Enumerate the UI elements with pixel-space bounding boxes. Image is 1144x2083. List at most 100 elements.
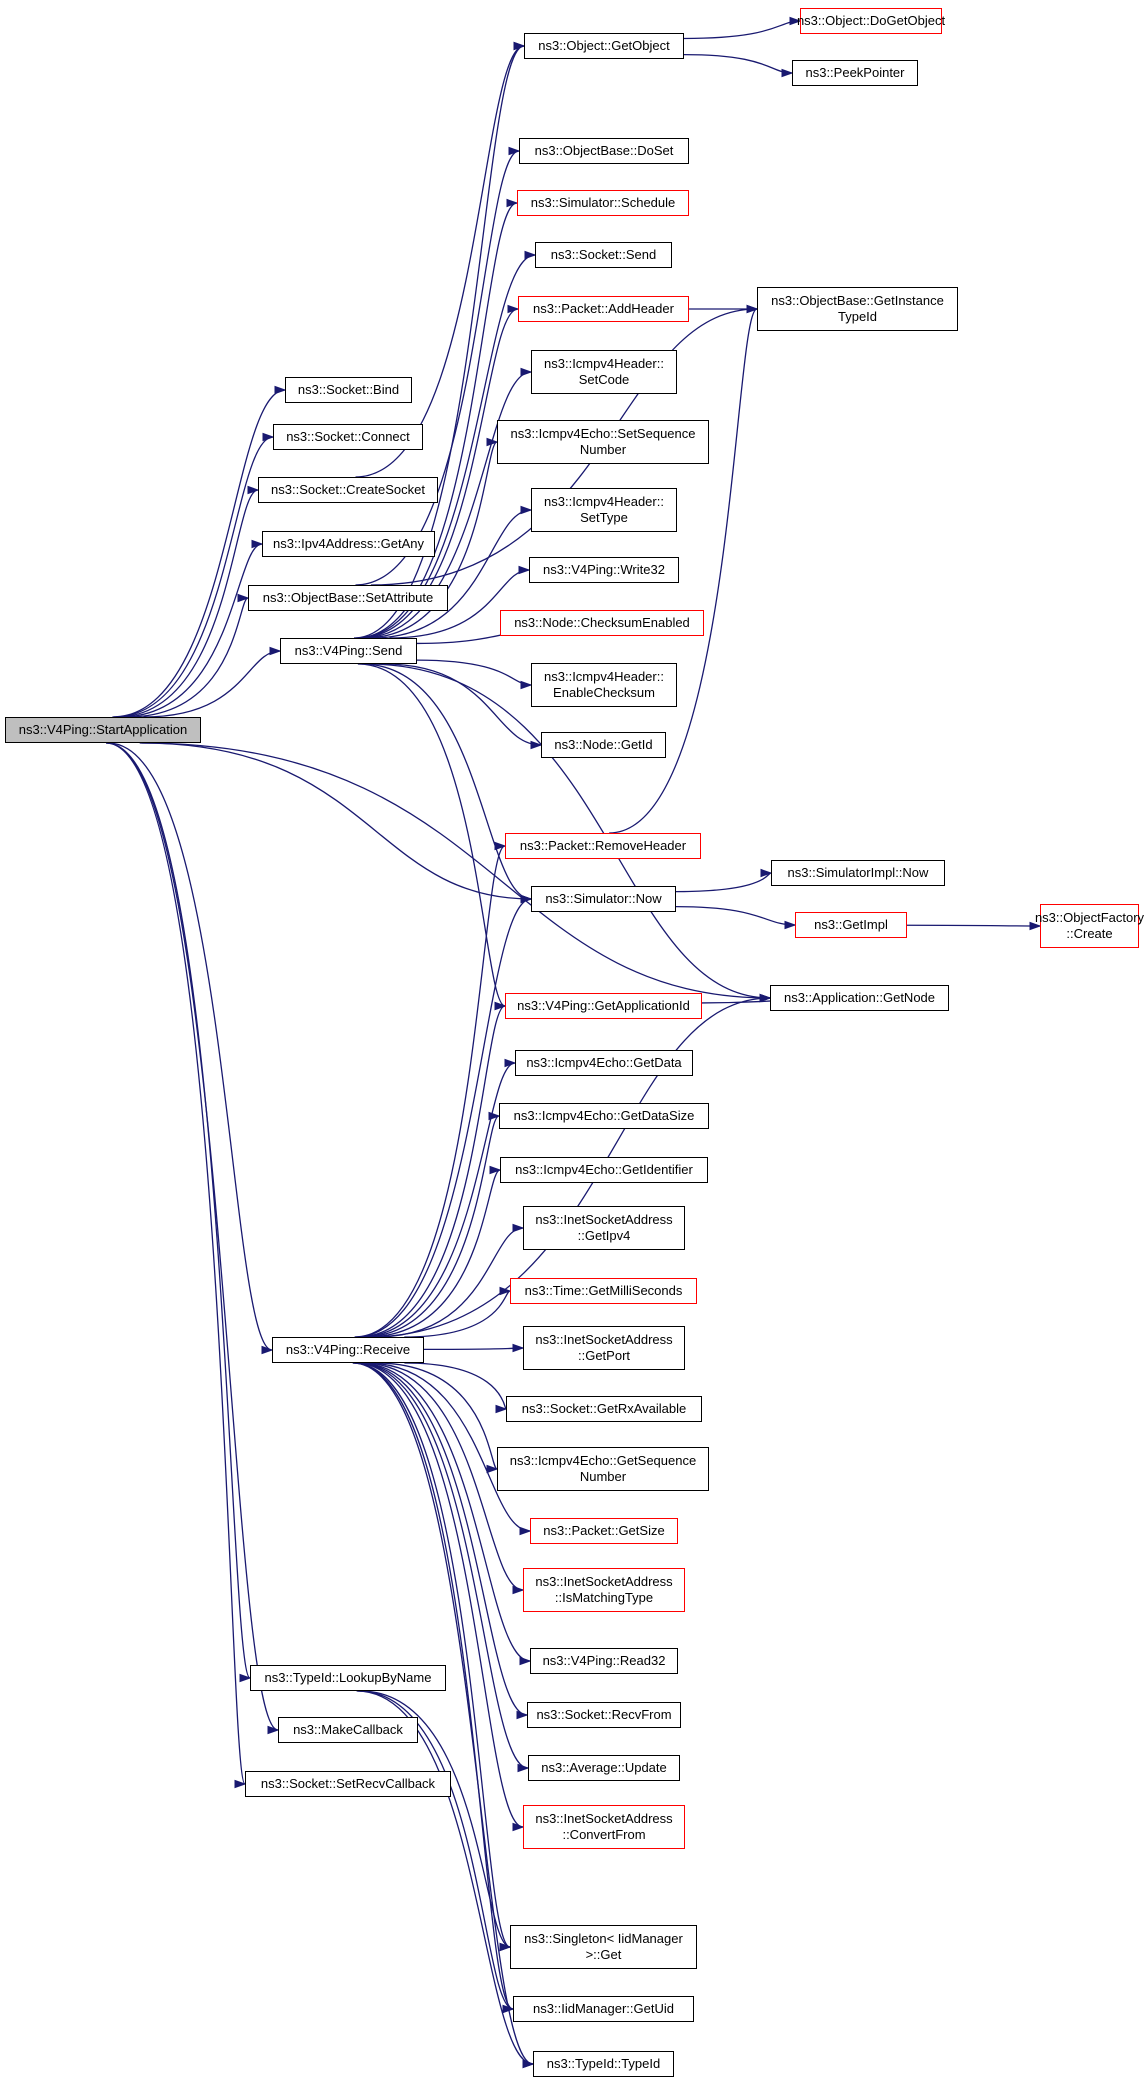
node-inetsocketaddress-ismatchingtype[interactable]: ns3::InetSocketAddress ::IsMatchingType xyxy=(523,1568,685,1612)
node-typeid-lookupbyname[interactable]: ns3::TypeId::LookupByName xyxy=(250,1665,446,1691)
node-socket-connect[interactable]: ns3::Socket::Connect xyxy=(273,424,423,450)
node-node-checksumenabled[interactable]: ns3::Node::ChecksumEnabled xyxy=(500,610,704,636)
node-icmpv4header-enablechecksum[interactable]: ns3::Icmpv4Header:: EnableChecksum xyxy=(531,663,677,707)
edge-receive-to-getuid xyxy=(353,1362,514,2010)
edge-receive-to-getidentifier xyxy=(366,1169,501,1338)
arrowhead-now-to-implnow xyxy=(760,868,773,878)
arrowhead-send-to-setsequence xyxy=(486,437,499,447)
node-socket-recvfrom[interactable]: ns3::Socket::RecvFrom xyxy=(527,1702,681,1728)
arrowhead-startapp-to-setattribute xyxy=(237,593,250,603)
arrowhead-send-to-getobject xyxy=(513,41,526,51)
edge-createsocket-to-getobject xyxy=(355,45,525,478)
node-icmpv4echo-getdata[interactable]: ns3::Icmpv4Echo::GetData xyxy=(515,1050,693,1076)
node-makecallback[interactable]: ns3::MakeCallback xyxy=(278,1717,418,1743)
edge-startapp-to-setrecvcallback xyxy=(106,742,246,1785)
node-objectfactory-create[interactable]: ns3::ObjectFactory ::Create xyxy=(1035,904,1144,948)
node-objectbase-doset[interactable]: ns3::ObjectBase::DoSet xyxy=(519,138,689,164)
arrowhead-send-to-getid xyxy=(530,740,543,750)
node-getimpl[interactable]: ns3::GetImpl xyxy=(795,912,907,938)
arrowhead-startapp-to-connect xyxy=(262,432,275,442)
node-ipv4address-getany[interactable]: ns3::Ipv4Address::GetAny xyxy=(262,531,435,557)
edge-send-to-enablechecksum xyxy=(416,659,532,686)
node-objectbase-setattribute[interactable]: ns3::ObjectBase::SetAttribute xyxy=(248,585,448,611)
edge-startapp-to-bind xyxy=(112,389,286,718)
node-singleton-iidmanager-get[interactable]: ns3::Singleton< IidManager >::Get xyxy=(510,1925,697,1969)
arrowhead-receive-to-getnode xyxy=(759,993,772,1003)
edge-send-to-write32 xyxy=(389,569,530,639)
node-time-getmilliseconds[interactable]: ns3::Time::GetMilliSeconds xyxy=(510,1278,697,1304)
arrowhead-send-to-setcode xyxy=(520,367,533,377)
node-socket-bind[interactable]: ns3::Socket::Bind xyxy=(285,377,412,403)
node-simulatorimpl-now[interactable]: ns3::SimulatorImpl::Now xyxy=(771,860,945,886)
node-v4ping-write32[interactable]: ns3::V4Ping::Write32 xyxy=(529,557,679,583)
node-packet-getsize[interactable]: ns3::Packet::GetSize xyxy=(530,1518,678,1544)
edge-send-to-addheader xyxy=(358,308,519,639)
arrowhead-lookupbyname-to-typeid xyxy=(522,2059,535,2069)
node-packet-addheader[interactable]: ns3::Packet::AddHeader xyxy=(518,296,689,322)
edge-setattribute-to-doset xyxy=(355,150,520,586)
edge-removeheader-to-getinstancetypeid xyxy=(609,308,758,834)
node-average-update[interactable]: ns3::Average::Update xyxy=(528,1755,680,1781)
node-icmpv4echo-getidentifier[interactable]: ns3::Icmpv4Echo::GetIdentifier xyxy=(500,1157,708,1183)
arrowhead-startapp-to-getany xyxy=(251,539,264,549)
arrowhead-receive-to-read32 xyxy=(519,1656,532,1666)
node-inetsocketaddress-getport[interactable]: ns3::InetSocketAddress ::GetPort xyxy=(523,1326,685,1370)
edge-send-to-getid xyxy=(383,663,542,746)
arrowhead-startapp-to-createsocket xyxy=(247,485,260,495)
node-simulator-schedule[interactable]: ns3::Simulator::Schedule xyxy=(517,190,689,216)
node-typeid-typeid[interactable]: ns3::TypeId::TypeId xyxy=(533,2051,674,2077)
node-socket-send[interactable]: ns3::Socket::Send xyxy=(535,242,672,268)
arrowhead-getobject-to-peekpointer xyxy=(781,68,794,78)
node-node-getid[interactable]: ns3::Node::GetId xyxy=(541,732,666,758)
node-icmpv4echo-setsequencenumber[interactable]: ns3::Icmpv4Echo::SetSequence Number xyxy=(497,420,709,464)
edge-startapp-to-createsocket xyxy=(116,489,259,718)
node-inetsocketaddress-getipv4[interactable]: ns3::InetSocketAddress ::GetIpv4 xyxy=(523,1206,685,1250)
edge-now-to-getimpl xyxy=(675,905,796,926)
edge-lookupbyname-to-typeid xyxy=(356,1690,534,2065)
arrowhead-getobject-to-dogetobject xyxy=(789,16,802,26)
node-application-getnode[interactable]: ns3::Application::GetNode xyxy=(770,985,949,1011)
arrowhead-receive-to-getrxavailable xyxy=(495,1404,508,1414)
node-v4ping-read32[interactable]: ns3::V4Ping::Read32 xyxy=(530,1648,678,1674)
edge-receive-to-recvfrom xyxy=(357,1362,528,1716)
node-icmpv4header-settype[interactable]: ns3::Icmpv4Header:: SetType xyxy=(531,488,677,532)
edge-receive-to-getsequence xyxy=(375,1362,498,1470)
node-packet-removeheader[interactable]: ns3::Packet::RemoveHeader xyxy=(505,833,701,859)
edge-startapp-to-getany xyxy=(120,543,263,718)
arrowhead-getimpl-to-factorycreate xyxy=(1029,921,1042,931)
node-socket-createsocket[interactable]: ns3::Socket::CreateSocket xyxy=(258,477,438,503)
node-iidmanager-getuid[interactable]: ns3::IidManager::GetUid xyxy=(513,1996,694,2022)
arrowhead-receive-to-now xyxy=(520,894,533,904)
node-icmpv4echo-getsequencenumber[interactable]: ns3::Icmpv4Echo::GetSequence Number xyxy=(497,1447,709,1491)
arrowhead-receive-to-getdata xyxy=(504,1058,517,1068)
arrowhead-lookupbyname-to-singletonget xyxy=(499,1942,512,1952)
node-peekpointer[interactable]: ns3::PeekPointer xyxy=(792,60,918,86)
node-socket-setrecvcallback[interactable]: ns3::Socket::SetRecvCallback xyxy=(245,1771,451,1797)
node-simulator-now[interactable]: ns3::Simulator::Now xyxy=(531,886,676,912)
edge-startapp-to-lookupbyname xyxy=(106,742,251,1679)
arrowhead-startapp-to-makecallback xyxy=(267,1725,280,1735)
node-v4ping-receive[interactable]: ns3::V4Ping::Receive xyxy=(272,1337,424,1363)
arrowhead-receive-to-getipv4 xyxy=(512,1223,525,1233)
node-objectbase-getinstancetypeid[interactable]: ns3::ObjectBase::GetInstance TypeId xyxy=(757,287,958,331)
node-v4ping-getapplicationid[interactable]: ns3::V4Ping::GetApplicationId xyxy=(505,993,702,1019)
edge-receive-to-ismatching xyxy=(361,1362,524,1591)
node-icmpv4echo-getdatasize[interactable]: ns3::Icmpv4Echo::GetDataSize xyxy=(499,1103,709,1129)
arrowhead-now-to-getimpl xyxy=(784,920,797,930)
node-object-getobject[interactable]: ns3::Object::GetObject xyxy=(524,33,684,59)
edge-receive-to-avgupdate xyxy=(355,1362,529,1769)
node-socket-getrxavailable[interactable]: ns3::Socket::GetRxAvailable xyxy=(506,1396,702,1422)
arrowhead-receive-to-removeheader xyxy=(494,841,507,851)
node-object-dogetobject[interactable]: ns3::Object::DoGetObject xyxy=(797,8,945,34)
edge-receive-to-getrxavailable xyxy=(404,1362,507,1410)
edge-send-to-socketsend xyxy=(356,254,536,639)
arrowhead-receive-to-getms xyxy=(499,1286,512,1296)
node-icmpv4header-setcode[interactable]: ns3::Icmpv4Header:: SetCode xyxy=(531,350,677,394)
node-inetsocketaddress-convertfrom[interactable]: ns3::InetSocketAddress ::ConvertFrom xyxy=(523,1805,685,1849)
arrowhead-startapp-to-send xyxy=(269,646,282,656)
node-v4ping-send[interactable]: ns3::V4Ping::Send xyxy=(280,638,417,664)
edge-getimpl-to-factorycreate xyxy=(906,924,1041,927)
edge-receive-to-read32 xyxy=(358,1362,531,1662)
arrowhead-startapp-to-setrecvcallback xyxy=(234,1779,247,1789)
